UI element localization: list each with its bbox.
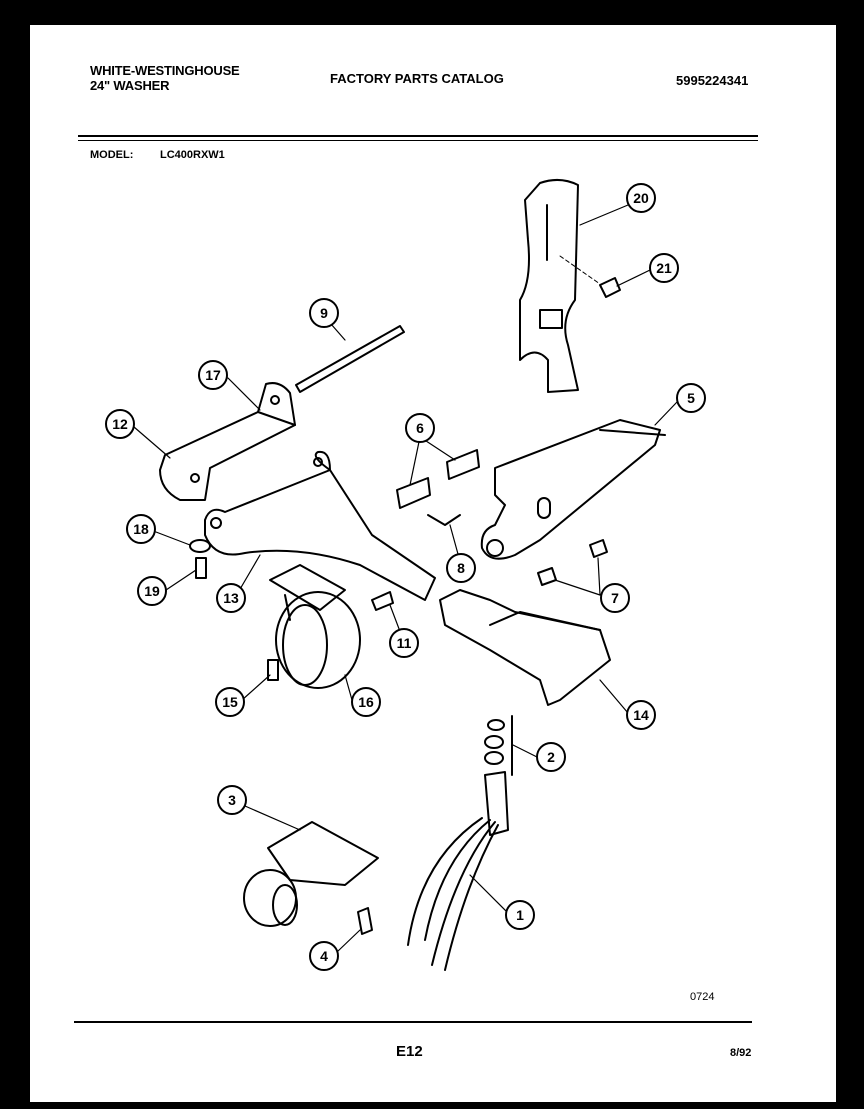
svg-text:13: 13 [223,590,239,606]
header-rule [78,135,758,137]
svg-text:3: 3 [228,792,236,808]
callout-14: 14 [626,700,656,730]
page-number: E12 [396,1043,423,1060]
part-4-screw [357,907,373,935]
callout-1: 1 [505,900,535,930]
catalog-title: FACTORY PARTS CATALOG [330,71,504,86]
catalog-sheet: WHITE-WESTINGHOUSE 24" WASHER FACTORY PA… [30,25,836,1102]
svg-text:8: 8 [457,560,465,576]
diagram-code: 0724 [690,991,715,1003]
callout-9: 9 [309,298,339,328]
svg-text:19: 19 [144,583,160,599]
footer-rule [74,1021,752,1023]
svg-text:18: 18 [133,521,149,537]
svg-text:2: 2 [547,749,555,765]
part-7-screws [537,539,608,586]
svg-text:21: 21 [656,260,672,276]
part-6-clips [396,449,480,509]
brand-line-2: 24" WASHER [90,78,170,93]
svg-text:17: 17 [205,367,221,383]
part-16-caster [269,564,361,689]
part-14-pedal [439,589,611,706]
part-2-grommets [484,715,513,776]
part-1-hose [407,771,509,971]
callout-2: 2 [536,742,566,772]
part-19-screw [195,557,207,579]
svg-text:15: 15 [222,694,238,710]
callout-5: 5 [676,383,706,413]
callout-11: 11 [389,628,419,658]
svg-text:6: 6 [416,420,424,436]
part-number: 5995224341 [676,73,749,88]
part-9-rod [295,325,405,393]
part-20-bracket [519,179,579,393]
brand-line-1: WHITE-WESTINGHOUSE [90,63,240,78]
svg-text:14: 14 [633,707,649,723]
callout-6: 6 [405,413,435,443]
model-value: LC400RXW1 [160,149,225,161]
part-5-lever [480,419,666,560]
callout-7: 7 [600,583,630,613]
callout-21: 21 [649,253,679,283]
part-18-washer [189,539,211,553]
part-13-lever [204,450,436,601]
part-12-bracket [159,382,296,501]
svg-text:11: 11 [397,635,412,651]
part-15-screw [267,659,279,681]
brand-title: WHITE-WESTINGHOUSE 24" WASHER [90,63,240,93]
catalog-date: 8/92 [730,1047,752,1059]
part-3-caster [243,821,379,927]
callout-13: 13 [216,583,246,613]
callouts: 1 2 3 4 5 6 7 8 9 11 12 13 14 15 16 17 1… [105,183,706,971]
svg-text:12: 12 [112,416,128,432]
callout-20: 20 [626,183,656,213]
callout-19: 19 [137,576,167,606]
callout-3: 3 [217,785,247,815]
callout-4: 4 [309,941,339,971]
leader-lines [133,204,678,953]
header-rule-thin [78,140,758,141]
part-21-screw [559,255,621,298]
callout-8: 8 [446,553,476,583]
part-11-screw [371,591,394,611]
svg-text:9: 9 [320,305,328,321]
svg-text:20: 20 [633,190,649,206]
model-label: MODEL: [90,149,134,161]
callout-16: 16 [351,687,381,717]
svg-text:16: 16 [358,694,374,710]
callout-12: 12 [105,409,135,439]
callout-15: 15 [215,687,245,717]
svg-text:5: 5 [687,390,695,406]
svg-text:1: 1 [516,907,524,923]
svg-text:7: 7 [611,590,619,606]
part-8-spring [427,514,461,526]
callout-18: 18 [126,514,156,544]
svg-text:4: 4 [320,948,328,964]
callout-17: 17 [198,360,228,390]
